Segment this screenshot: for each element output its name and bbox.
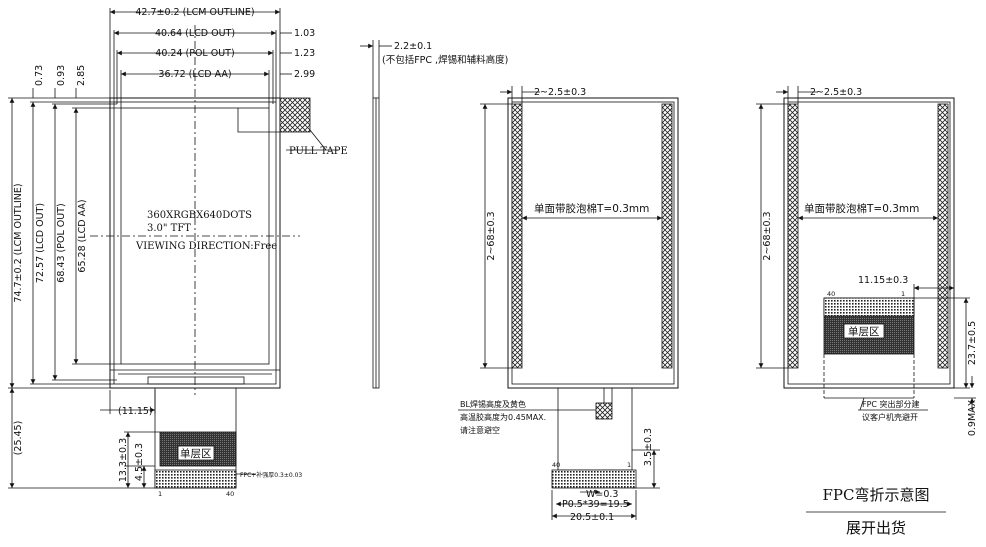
bl-note-1: BL焊锡高度及黄色: [460, 399, 526, 409]
pin-1-label: 1: [158, 490, 162, 498]
back-fpc-contacts: [551, 469, 637, 489]
bent-foam-height: 2~68±0.3: [762, 211, 773, 260]
bent-fpc-layer-box: [843, 323, 885, 339]
pin-40-label: 40: [226, 490, 234, 498]
pull-tape: [279, 97, 311, 133]
back-inner: [511, 101, 675, 385]
front-view: [8, 8, 338, 489]
back-foam-note: 单面带胶泡棉T=0.3mm: [534, 202, 649, 215]
dim-aa-height: 65.28 (LCD AA): [77, 199, 88, 272]
resolution-label: 360XRGBX640DOTS: [147, 210, 252, 221]
fpc-contacts: [154, 469, 237, 489]
caption-bent: FPC弯折示意图: [823, 486, 930, 504]
fpc-layer-label: 单层区: [180, 448, 212, 460]
dim-lcd-height: 72.57 (LCD OUT): [35, 203, 46, 283]
bent-pin-40: 40: [827, 290, 835, 298]
bl-note-3: 请注意避空: [460, 425, 500, 435]
dim-aa-width: 36.72 (LCD AA): [158, 69, 231, 80]
bent-foam-note: 单面带胶泡棉T=0.3mm: [804, 202, 919, 215]
back-foam-height: 2~68±0.3: [486, 211, 497, 260]
foam-left: [511, 103, 523, 369]
front-view-text: 42.7±0.2 (LCM OUTLINE) 40.64 (LCD OUT) 4…: [13, 7, 348, 498]
bent-fpc-offset: 11.15±0.3: [858, 275, 908, 286]
side-note: (不包括FPC ,焊锡和辅料高度): [382, 54, 508, 66]
dim-lcd-width: 40.64 (LCD OUT): [155, 28, 235, 39]
back-fpc-width: 20.5±0.1: [570, 512, 614, 523]
back-fpc-dim: 3.5±0.3: [643, 428, 654, 466]
side-thickness: 2.2±0.1: [394, 41, 432, 52]
dim-tail-height: (25.45): [13, 421, 24, 456]
bent-fpc-height: 23.7±0.5: [967, 321, 978, 365]
dim-fpc-13: 13.3±0.3: [118, 438, 129, 482]
bent-max-dim: 0.9MAX: [967, 399, 978, 436]
fpc-layer-box: [177, 445, 215, 461]
bl-note-2: 高温胶高度为0.45MAX.: [460, 412, 546, 422]
back-foam-width: 2~2.5±0.3: [534, 87, 586, 98]
dim-left-top-2: 0.93: [56, 65, 67, 86]
size-label: 3.0" TFT: [147, 223, 191, 234]
bent-view-text: 2~2.5±0.3 单面带胶泡棉T=0.3mm 2~68±0.3 11.15±0…: [762, 87, 978, 436]
dim-fpc-offset: (11.15): [118, 406, 153, 417]
bent-foam-left: [787, 103, 799, 369]
back-outline: [507, 97, 679, 389]
caption-unfold: 展开出货: [846, 519, 906, 537]
side-view-text: 2.2±0.1 (不包括FPC ,焊锡和辅料高度): [382, 41, 508, 66]
dim-fpc-4-5: 4.5±0.3: [134, 443, 145, 481]
dim-right-1: 1.03: [294, 28, 315, 39]
dim-right-2: 1.23: [294, 48, 315, 59]
pull-tape-label: PULL TAPE: [289, 146, 348, 157]
bent-fpc-note-2: 议客户机壳避开: [862, 412, 918, 422]
dim-lcm-width: 42.7±0.2 (LCM OUTLINE): [135, 7, 254, 18]
dim-lcm-height: 74.7±0.2 (LCM OUTLINE): [13, 183, 24, 302]
back-w-dim: W=0.3: [586, 489, 618, 500]
captions: FPC弯折示意图 展开出货: [823, 486, 930, 537]
viewing-direction-label: VIEWING DIRECTION:Free: [135, 241, 277, 252]
foam-right: [661, 103, 673, 369]
dim-right-3: 2.99: [294, 69, 315, 80]
fpc-stiffener-label: FPC+补强厚0.3±0.03: [240, 471, 302, 479]
bent-view: [756, 86, 976, 513]
dim-pol-width: 40.24 (POL OUT): [155, 48, 234, 59]
bent-foam-right: [937, 103, 949, 369]
back-pitch-dim: P0.5*39=19.5: [562, 499, 629, 510]
bent-foam-width: 2~2.5±0.3: [810, 87, 862, 98]
side-view: [360, 40, 392, 389]
dim-left-top-3: 2.85: [76, 65, 87, 86]
bent-fpc-layer-label: 单层区: [848, 326, 880, 338]
front-connector: [147, 376, 245, 385]
bl-solder-area: [595, 402, 613, 420]
bent-fpc-contacts: [823, 297, 915, 317]
bent-fpc-note-1: FPC 突出部分建: [862, 399, 920, 409]
back-view-text: 2~2.5±0.3 单面带胶泡棉T=0.3mm 2~68±0.3 BL焊锡高度及…: [460, 87, 654, 523]
dim-left-top-1: 0.73: [34, 65, 45, 86]
back-view: [458, 86, 679, 520]
bent-outline: [783, 97, 955, 389]
back-pin-40: 40: [552, 461, 560, 469]
back-pin-1: 1: [627, 461, 631, 469]
bent-pin-1: 1: [901, 290, 905, 298]
dim-pol-height: 68.43 (POL OUT): [56, 203, 67, 282]
